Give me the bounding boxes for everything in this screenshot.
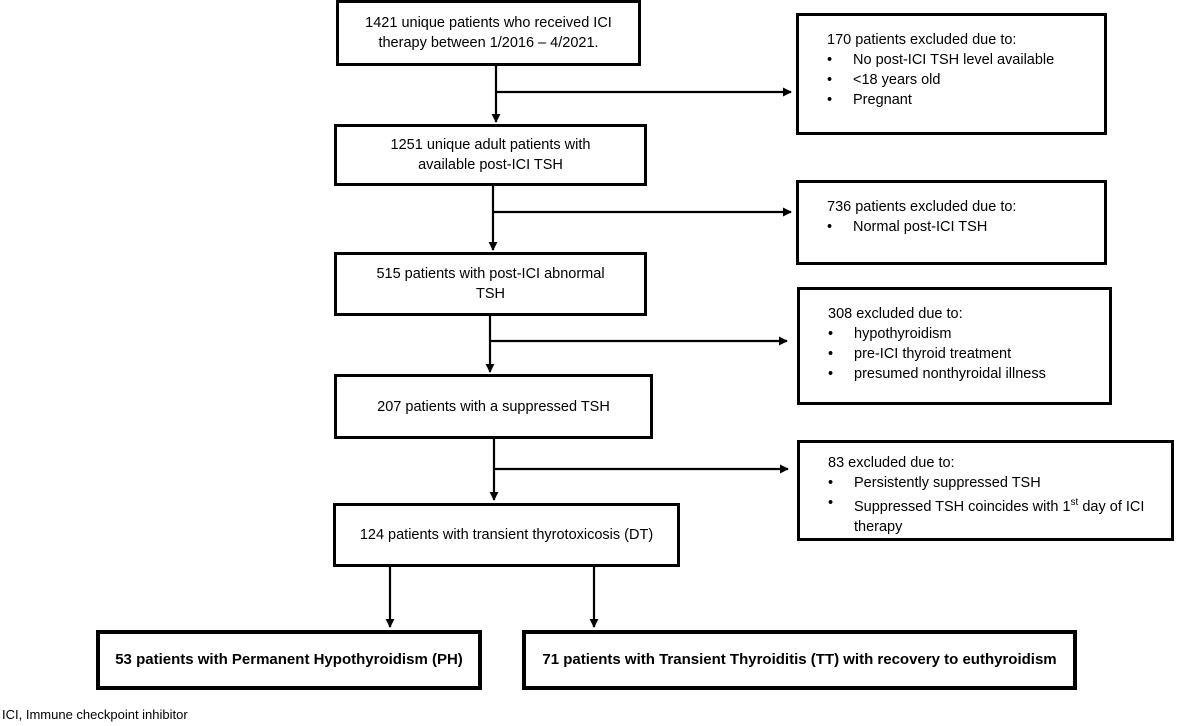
step3-box: 515 patients with post-ICI abnormal TSH — [334, 252, 647, 316]
step1-line1: 1421 unique patients who received ICI — [365, 15, 612, 31]
exclusion-1-item: <18 years old — [827, 70, 1094, 90]
exclusion-1-item: No post-ICI TSH level available — [827, 50, 1094, 70]
exclusion-4-item2-rest: day of ICI therapy — [854, 498, 1145, 535]
outcome-right-text: 71 patients with Transient Thyroiditis (… — [542, 651, 1057, 668]
exclusion-box-2: 736 patients excluded due to: Normal pos… — [796, 180, 1107, 265]
exclusion-box-4: 83 excluded due to: Persistently suppres… — [797, 440, 1174, 541]
exclusion-3-item: pre-ICI thyroid treatment — [828, 344, 1099, 364]
step5-line1: 124 patients with transient thyrotoxicos… — [359, 527, 654, 543]
exclusion-4-item2-sup: st — [1070, 497, 1079, 508]
step5-box: 124 patients with transient thyrotoxicos… — [333, 503, 680, 567]
exclusion-4-item: Persistently suppressed TSH — [828, 473, 1161, 493]
exclusion-1-item: Pregnant — [827, 90, 1094, 110]
footnote: ICI, Immune checkpoint inhibitor — [2, 707, 188, 722]
step4-line1: 207 patients with a suppressed TSH — [377, 398, 610, 415]
outcome-left-box: 53 patients with Permanent Hypothyroidis… — [96, 630, 482, 690]
exclusion-4-item: Suppressed TSH coincides with 1st day of… — [828, 493, 1161, 537]
exclusion-3-item: presumed nonthyroidal illness — [828, 364, 1099, 384]
step3-line1: 515 patients with post-ICI abnormal — [376, 266, 605, 282]
outcome-left-text: 53 patients with Permanent Hypothyroidis… — [115, 651, 463, 668]
step1-box: 1421 unique patients who received ICI th… — [336, 0, 641, 66]
exclusion-1-title: 170 patients excluded due to: — [827, 32, 1017, 48]
step3-line2: TSH — [476, 286, 505, 302]
step2-line1: 1251 unique adult patients with — [390, 137, 591, 153]
step1-line2: therapy between 1/2016 – 4/2021. — [378, 35, 599, 51]
exclusion-4-item2-text: Suppressed TSH coincides with 1 — [854, 498, 1071, 515]
exclusion-4-title: 83 excluded due to: — [828, 455, 955, 471]
exclusion-3-item: hypothyroidism — [828, 324, 1099, 344]
step2-line2: available post-ICI TSH — [418, 157, 563, 173]
step4-box: 207 patients with a suppressed TSH — [334, 374, 653, 439]
exclusion-2-item: Normal post-ICI TSH — [827, 217, 1094, 237]
exclusion-box-1: 170 patients excluded due to: No post-IC… — [796, 13, 1107, 135]
exclusion-3-title: 308 excluded due to: — [828, 306, 963, 322]
outcome-right-box: 71 patients with Transient Thyroiditis (… — [522, 630, 1077, 690]
exclusion-box-3: 308 excluded due to: hypothyroidism pre-… — [797, 287, 1112, 405]
exclusion-2-title: 736 patients excluded due to: — [827, 199, 1017, 215]
step2-box: 1251 unique adult patients with availabl… — [334, 124, 647, 186]
